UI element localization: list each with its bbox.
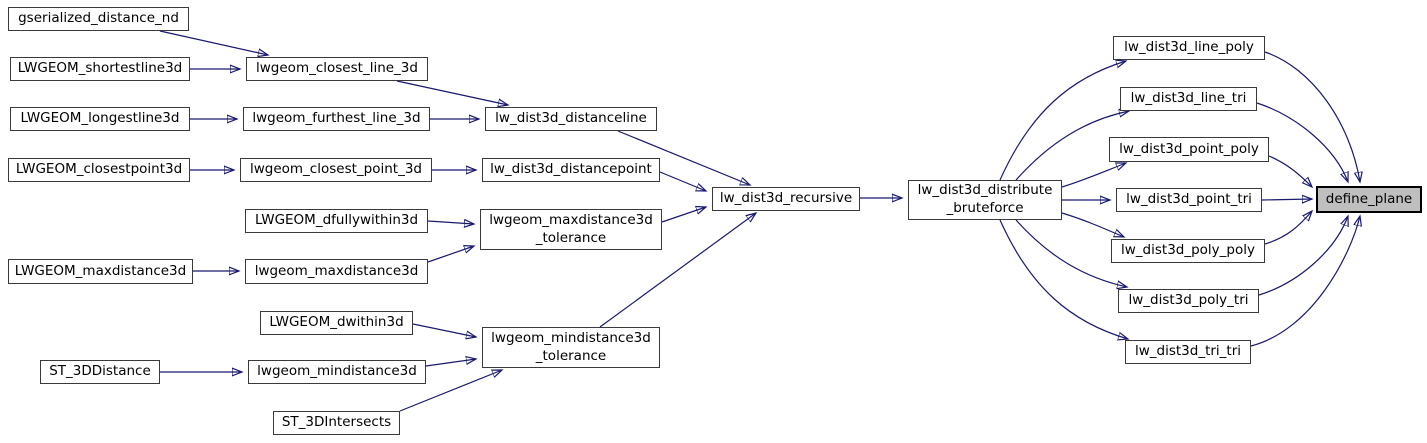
edge-lwgeom_maxdistance3d_tolerance-to-lw_dist3d_recursive — [661, 207, 706, 223]
node-lw_dist3d_point_poly[interactable]: lw_dist3d_point_poly — [1109, 137, 1269, 162]
node-lw_dist3d_distanceline[interactable]: lw_dist3d_distanceline — [485, 107, 657, 131]
node-lwgeom_closest_point_3d[interactable]: lwgeom_closest_point_3d — [240, 158, 432, 182]
node-lw_dist3d_line_poly[interactable]: lw_dist3d_line_poly — [1113, 36, 1265, 60]
edge-lwgeom_mindistance3d-to-lwgeom_mindistance3d_tolerance — [425, 359, 476, 367]
edge-lw_dist3d_line_tri-to-define_plane — [1256, 102, 1348, 182]
edge-lw_dist3d_distancepoint-to-lw_dist3d_recursive — [659, 171, 706, 191]
edge-lwgeom_mindistance3d_tolerance-to-lw_dist3d_recursive — [599, 213, 756, 328]
node-LWGEOM_dwithin3d[interactable]: LWGEOM_dwithin3d — [260, 311, 413, 335]
node-lwgeom_mindistance3d_tolerance[interactable]: lwgeom_mindistance3d _tolerance — [482, 327, 660, 368]
node-ST_3DDistance[interactable]: ST_3DDistance — [40, 360, 160, 384]
edge-lw_dist3d_distribute_bruteforce-to-lw_dist3d_line_tri — [1015, 111, 1129, 181]
node-lw_dist3d_poly_poly[interactable]: lw_dist3d_poly_poly — [1111, 239, 1265, 263]
edge-LWGEOM_dfullywithin3d-to-lwgeom_maxdistance3d_tolerance — [427, 221, 474, 224]
node-lwgeom_maxdistance3d_tolerance[interactable]: lwgeom_maxdistance3d _tolerance — [480, 209, 662, 250]
edge-ST_3DIntersects-to-lwgeom_mindistance3d_tolerance — [399, 370, 502, 412]
node-lw_dist3d_distancepoint[interactable]: lw_dist3d_distancepoint — [482, 158, 660, 182]
edge-lw_dist3d_poly_poly-to-define_plane — [1264, 211, 1312, 245]
edge-lw_dist3d_distribute_bruteforce-to-lw_dist3d_line_poly — [999, 61, 1126, 181]
node-lw_dist3d_distribute_bruteforce[interactable]: lw_dist3d_distribute _bruteforce — [908, 180, 1062, 220]
edge-lwgeom_maxdistance3d-to-lwgeom_maxdistance3d_tolerance — [427, 246, 474, 263]
edge-lw_dist3d_distribute_bruteforce-to-lw_dist3d_point_poly — [1061, 163, 1126, 188]
edge-lw_dist3d_tri_tri-to-define_plane — [1250, 216, 1360, 347]
edge-lw_dist3d_point_tri-to-define_plane — [1261, 199, 1312, 200]
node-lw_dist3d_poly_tri[interactable]: lw_dist3d_poly_tri — [1118, 289, 1259, 313]
node-gserialized_distance_nd[interactable]: gserialized_distance_nd — [8, 7, 189, 31]
edge-lw_dist3d_distanceline-to-lw_dist3d_recursive — [617, 130, 750, 185]
node-lwgeom_furthest_line_3d[interactable]: lwgeom_furthest_line_3d — [243, 107, 430, 131]
node-ST_3DIntersects[interactable]: ST_3DIntersects — [273, 411, 400, 435]
edge-lw_dist3d_poly_tri-to-define_plane — [1258, 216, 1348, 296]
node-lw_dist3d_tri_tri[interactable]: lw_dist3d_tri_tri — [1125, 340, 1251, 364]
node-LWGEOM_maxdistance3d[interactable]: LWGEOM_maxdistance3d — [8, 259, 193, 284]
edge-lwgeom_closest_line_3d-to-lw_dist3d_distanceline — [396, 80, 508, 105]
node-lw_dist3d_line_tri[interactable]: lw_dist3d_line_tri — [1120, 87, 1257, 111]
node-lwgeom_maxdistance3d[interactable]: lwgeom_maxdistance3d — [245, 259, 428, 284]
node-LWGEOM_shortestline3d[interactable]: LWGEOM_shortestline3d — [10, 57, 190, 81]
edge-lw_dist3d_distribute_bruteforce-to-lw_dist3d_poly_tri — [1015, 219, 1127, 287]
edge-lw_dist3d_distribute_bruteforce-to-lw_dist3d_poly_poly — [1061, 212, 1124, 237]
edge-LWGEOM_dwithin3d-to-lwgeom_mindistance3d_tolerance — [412, 323, 476, 337]
edge-lw_dist3d_line_poly-to-define_plane — [1264, 51, 1360, 182]
edge-lw_dist3d_point_poly-to-define_plane — [1268, 155, 1312, 187]
edge-lw_dist3d_distribute_bruteforce-to-lw_dist3d_tri_tri — [999, 219, 1128, 339]
node-LWGEOM_longestline3d[interactable]: LWGEOM_longestline3d — [10, 107, 190, 131]
node-lw_dist3d_point_tri[interactable]: lw_dist3d_point_tri — [1116, 188, 1262, 212]
node-LWGEOM_dfullywithin3d[interactable]: LWGEOM_dfullywithin3d — [245, 209, 428, 233]
node-lw_dist3d_recursive[interactable]: lw_dist3d_recursive — [712, 187, 860, 211]
node-LWGEOM_closestpoint3d[interactable]: LWGEOM_closestpoint3d — [8, 158, 190, 182]
node-define_plane: define_plane — [1316, 186, 1422, 213]
node-lwgeom_closest_line_3d[interactable]: lwgeom_closest_line_3d — [246, 57, 428, 81]
node-lwgeom_mindistance3d[interactable]: lwgeom_mindistance3d — [248, 360, 426, 384]
edge-gserialized_distance_nd-to-lwgeom_closest_line_3d — [159, 30, 268, 55]
